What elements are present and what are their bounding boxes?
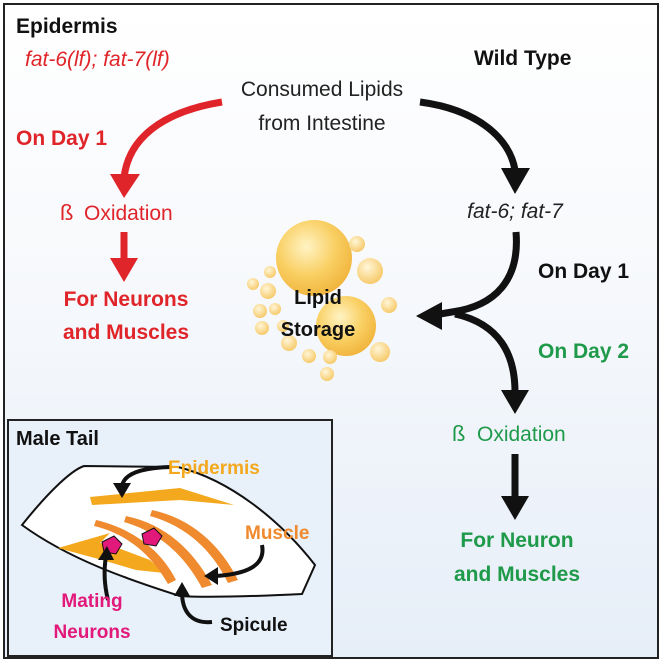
mutant-beta-symbol: ß — [60, 200, 73, 225]
mutant-oxidation-label: Oxidation — [84, 202, 173, 225]
inset-arrowhead-mating — [98, 546, 114, 560]
source-line1: Consumed Lipids — [241, 78, 403, 101]
inset-label-epidermis: Epidermis — [168, 458, 260, 479]
wt-curved-arrow — [419, 98, 519, 171]
wt-day2-label: On Day 2 — [538, 340, 629, 363]
storage-line1: Lipid — [294, 287, 342, 309]
inset-title: Male Tail — [16, 428, 99, 450]
mutant-day-label: On Day 1 — [16, 127, 107, 150]
mutant-outcome-line2: and Muscles — [63, 321, 189, 344]
inset-label-mating-line1: Mating — [61, 591, 122, 612]
inset-label-muscle: Muscle — [245, 523, 309, 544]
inset-arrow-spicule — [180, 591, 213, 625]
source-line2: from Intestine — [258, 112, 385, 135]
wt-curved-arrowhead — [501, 168, 530, 194]
inset-label-mating-line2: Neurons — [53, 622, 130, 643]
panel-title: Epidermis — [16, 15, 118, 38]
mutant-straight-arrowhead — [110, 258, 138, 282]
wt-outcome-line1: For Neuron — [460, 529, 573, 552]
wild-type-title: Wild Type — [474, 47, 571, 70]
mating-neuron-2 — [141, 527, 163, 547]
inset-label-spicule: Spicule — [220, 615, 288, 636]
tail-epidermis-upper — [90, 488, 234, 505]
mutant-outcome-line1: For Neurons — [64, 288, 189, 311]
wt-storage-arrowhead — [416, 302, 442, 330]
lipid-droplets — [247, 220, 397, 381]
wt-day1-label: On Day 1 — [538, 260, 629, 283]
wt-branch-path — [439, 231, 520, 318]
wt-day2-path — [454, 310, 519, 393]
wt-straight-arrowhead — [501, 496, 529, 520]
mutant-genotype: fat-6(lf); fat-7(lf) — [25, 48, 170, 71]
mutant-curved-arrow — [120, 98, 223, 179]
inset-arrowhead-epidermis — [113, 483, 131, 498]
wt-beta-symbol: ß — [452, 421, 465, 446]
inset-arrow-muscle — [215, 544, 265, 578]
tail-muscle-2 — [124, 516, 212, 588]
mutant-curved-arrowhead — [110, 174, 140, 198]
wt-oxidation-label: Oxidation — [477, 423, 566, 446]
storage-line2: Storage — [281, 319, 355, 341]
tail-muscle-1 — [94, 520, 176, 584]
inset-arrowhead-muscle — [204, 567, 218, 585]
inset-arrowhead-spicule — [174, 582, 190, 596]
wt-genes: fat-6; fat-7 — [467, 200, 564, 223]
wt-outcome-line2: and Muscles — [454, 563, 580, 586]
wt-day2-arrowhead — [501, 390, 529, 414]
